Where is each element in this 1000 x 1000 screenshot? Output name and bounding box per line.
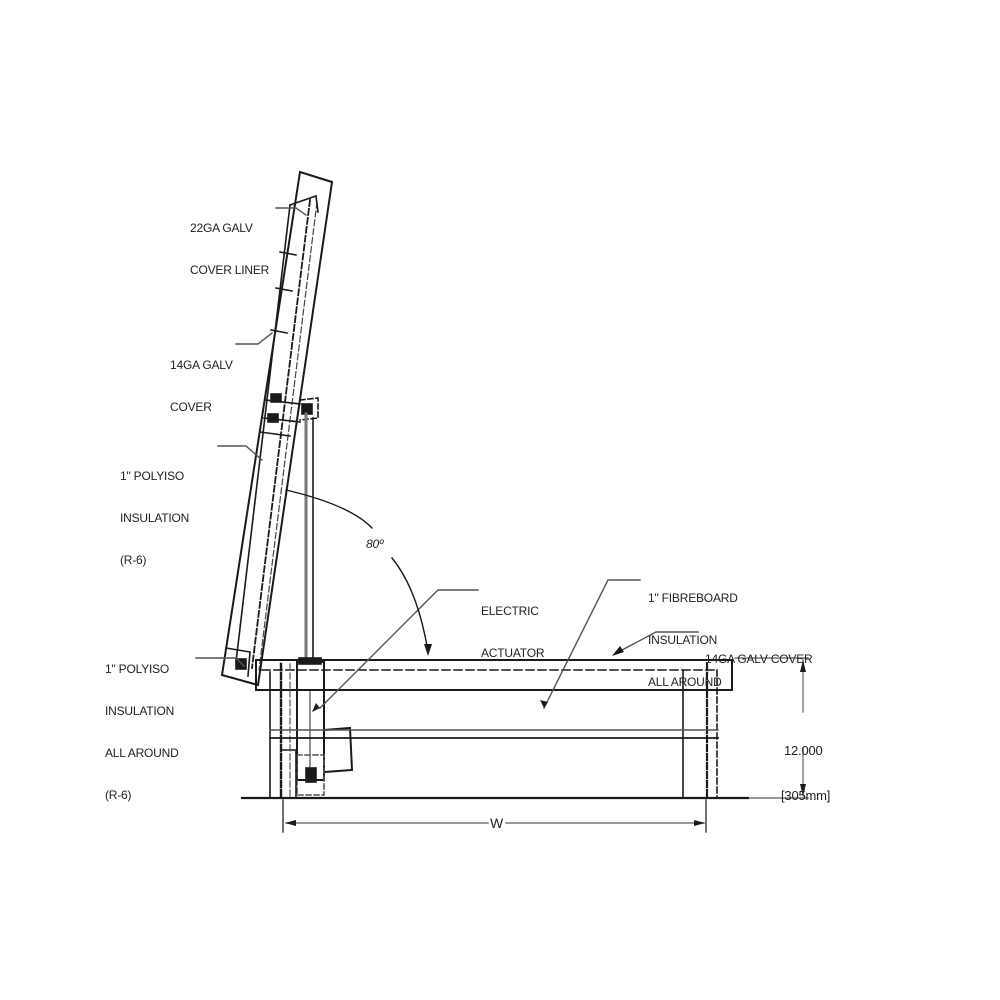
callout-line: 14GA GALV [170, 358, 233, 372]
callout-electric-actuator: ELECTRIC ACTUATOR [481, 576, 544, 674]
callout-line: INSULATION [120, 511, 190, 525]
callout-line: 1" FIBREBOARD [648, 591, 738, 605]
width-dimension [282, 799, 707, 833]
callout-line: (R-6) [120, 553, 147, 567]
callout-line: COVER LINER [190, 263, 270, 277]
callout-cover-liner: 22GA GALV COVER LINER [190, 193, 269, 291]
height-imperial: 12.000 [784, 743, 823, 758]
angle-label: 80º [366, 537, 384, 551]
callout-curb-galv-cover: 14GA GALV COVER [705, 624, 813, 680]
callout-fibreboard: 1" FIBREBOARD INSULATION ALL AROUND [648, 563, 738, 703]
height-metric: [305mm] [781, 788, 831, 803]
callout-line: 1" POLYISO [120, 469, 185, 483]
callout-line: ALL AROUND [105, 746, 179, 760]
callout-line: 1" POLYISO [105, 662, 170, 676]
callout-line: INSULATION [105, 704, 175, 718]
callout-line: (R-6) [105, 788, 132, 802]
callout-line: ALL AROUND [648, 675, 722, 689]
width-dimension-label: W [490, 815, 504, 831]
height-dimension-label: 12.000 [305mm] [781, 713, 830, 818]
callout-line: ELECTRIC [481, 604, 539, 618]
callout-lid-polyiso: 1" POLYISO INSULATION (R-6) [120, 441, 189, 581]
leader-lines [195, 207, 699, 709]
callout-curb-polyiso: 1" POLYISO INSULATION ALL AROUND (R-6) [105, 634, 179, 816]
angle-arc [285, 489, 432, 656]
callout-line: 14GA GALV COVER [705, 652, 813, 666]
curb-frame [240, 659, 750, 800]
callout-line: ACTUATOR [481, 646, 545, 660]
callout-line: INSULATION [648, 633, 718, 647]
height-dimension [734, 657, 809, 799]
callout-line: 22GA GALV [190, 221, 253, 235]
callout-line: COVER [170, 400, 212, 414]
lid-panel [220, 170, 334, 687]
callout-lid-galv-cover: 14GA GALV COVER [170, 330, 233, 428]
